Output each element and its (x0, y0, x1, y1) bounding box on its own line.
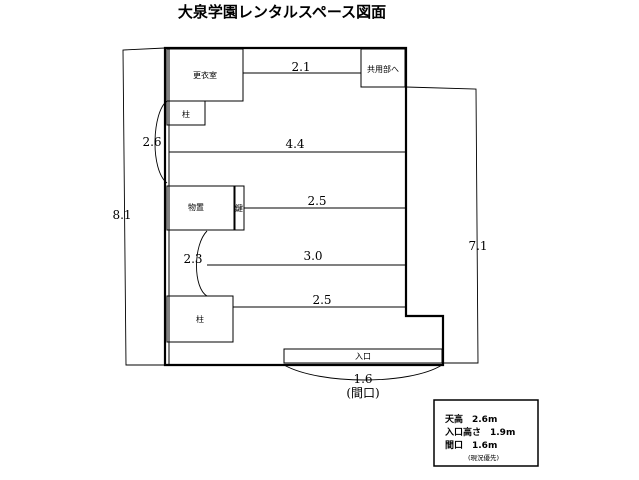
entrance (283, 348, 443, 364)
changing-room-label: 更衣室 (193, 70, 217, 80)
dim-bracket-right (405, 86, 479, 364)
spec-ceiling: 天高 2.6m (445, 413, 497, 425)
common-area-label: 共用部へ (367, 64, 399, 74)
spec-note: (現況優先) (468, 453, 499, 462)
dim-span-c: 3.0 (303, 249, 322, 263)
dim-top-span: 2.1 (291, 60, 310, 74)
dim-opening-label: (間口) (346, 386, 379, 400)
spec-box (433, 399, 539, 467)
pillar-lower (166, 295, 234, 343)
storage-label: 物置 (188, 202, 204, 212)
pillar-upper-label: 柱 (182, 109, 190, 119)
common-area (360, 48, 406, 88)
dim-span-b: 2.5 (307, 194, 326, 208)
dim-span-a: 4.4 (285, 137, 304, 151)
entrance-label: 入口 (355, 352, 371, 361)
dim-bracket-overall (122, 47, 166, 366)
dim-middle-left: 2.3 (183, 252, 202, 266)
pillar-upper (166, 100, 206, 126)
page-title: 大泉学園レンタルスペース図面 (178, 3, 386, 21)
dim-overall-height: 8.1 (112, 208, 131, 222)
dim-opening-width: 1.6 (353, 372, 372, 386)
spec-entrance-height: 入口高さ 1.9m (444, 426, 515, 438)
storage-room (166, 185, 236, 231)
key-label: 鍵 (235, 203, 243, 213)
dim-span-d: 2.5 (312, 293, 331, 307)
dim-right-height: 7.1 (468, 239, 487, 253)
dim-arc-middle (196, 230, 208, 297)
dim-arc-opening (283, 364, 443, 381)
spec-frontage: 間口 1.6m (445, 440, 497, 451)
outer-wall (163, 46, 445, 367)
dim-arc-upper (154, 100, 168, 184)
pillar-lower-label: 柱 (196, 314, 204, 324)
dim-upper-left: 2.6 (142, 135, 161, 149)
